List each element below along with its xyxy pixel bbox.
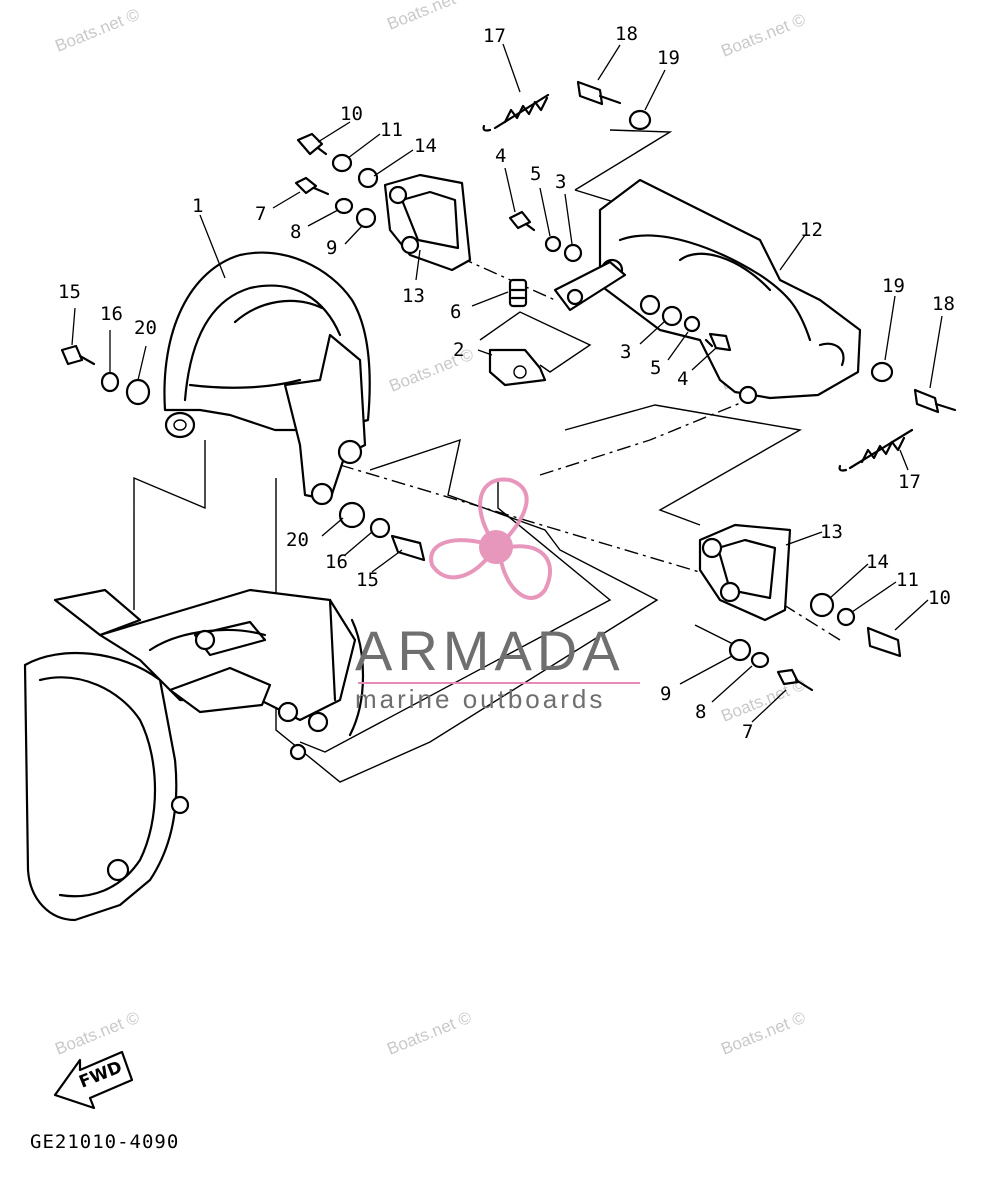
callout-label: 15 [58, 281, 81, 303]
callout-label: 18 [615, 23, 638, 45]
callout-label: 16 [100, 303, 123, 325]
callout-label: 9 [326, 237, 337, 259]
callout-label: 12 [800, 219, 823, 241]
callout-label: 7 [742, 721, 753, 743]
watermark: Boats.net © [718, 1008, 808, 1059]
watermark-layer: Boats.net © Boats.net © Boats.net © Boat… [52, 0, 808, 1059]
armada-logo: ARMADA marine outboards [355, 477, 640, 714]
part-18-bolt-upper [576, 80, 622, 106]
callout-label: 10 [340, 103, 363, 125]
callout-label: 3 [555, 171, 566, 193]
callout-label: 2 [453, 339, 464, 361]
callout-label: 5 [530, 163, 541, 185]
part-17-spring-upper [482, 93, 550, 132]
callout-label: 18 [932, 293, 955, 315]
callout-label: 8 [695, 701, 706, 723]
watermark: Boats.net © [384, 0, 474, 34]
callout-label: 19 [882, 275, 905, 297]
fwd-arrow-icon: FWD [53, 1050, 134, 1110]
watermark: Boats.net © [52, 1008, 142, 1059]
part-12-bracket [553, 178, 862, 405]
part-19-collar-lower [870, 361, 894, 383]
callout-label: 15 [356, 569, 379, 591]
callout-label: 20 [286, 529, 309, 551]
part-13-lock-plate-lower [698, 523, 792, 622]
part-13-lock-plate-upper [383, 173, 472, 272]
small-fasteners [60, 132, 902, 692]
propeller-icon [429, 477, 552, 600]
callout-label: 16 [325, 551, 348, 573]
callout-label: 7 [255, 203, 266, 225]
callout-label: 5 [650, 357, 661, 379]
callout-label: 10 [928, 587, 951, 609]
callout-label: 4 [495, 145, 506, 167]
callout-label: 19 [657, 47, 680, 69]
leader-lines [71, 43, 943, 723]
callout-label: 13 [402, 285, 425, 307]
callout-label: 17 [483, 25, 506, 47]
callout-label: 13 [820, 521, 843, 543]
callout-label: 8 [290, 221, 301, 243]
callout-label: 14 [866, 551, 889, 573]
assembly-lines [133, 129, 841, 783]
callout-label: 9 [660, 683, 671, 705]
part-6-grease-nipple [508, 278, 528, 308]
pump-housing [23, 588, 365, 922]
callout-label: 6 [450, 301, 461, 323]
brand-tagline: marine outboards [355, 684, 605, 714]
part-1-cover [163, 251, 371, 506]
brand-name: ARMADA [355, 619, 625, 682]
callout-label: 11 [380, 119, 403, 141]
watermark: Boats.net © [52, 5, 142, 56]
callout-label: 17 [898, 471, 921, 493]
callout-label: 14 [414, 135, 437, 157]
part-2-clamp [488, 348, 547, 387]
callout-label: 11 [896, 569, 919, 591]
callout-label: 3 [620, 341, 631, 363]
part-17-spring-lower [838, 428, 914, 472]
callout-label: 4 [677, 368, 688, 390]
part-19-collar-upper [628, 109, 652, 131]
watermark: Boats.net © [718, 10, 808, 61]
callout-labels: 1 2 3 3 4 4 5 5 6 7 7 8 8 9 9 10 10 11 1… [58, 23, 955, 743]
callout-label: 1 [192, 195, 203, 217]
callout-label: 20 [134, 317, 157, 339]
part-18-bolt-lower [913, 388, 957, 414]
watermark: Boats.net © [384, 1008, 474, 1059]
diagram-code: GE21010-4090 [30, 1131, 179, 1153]
